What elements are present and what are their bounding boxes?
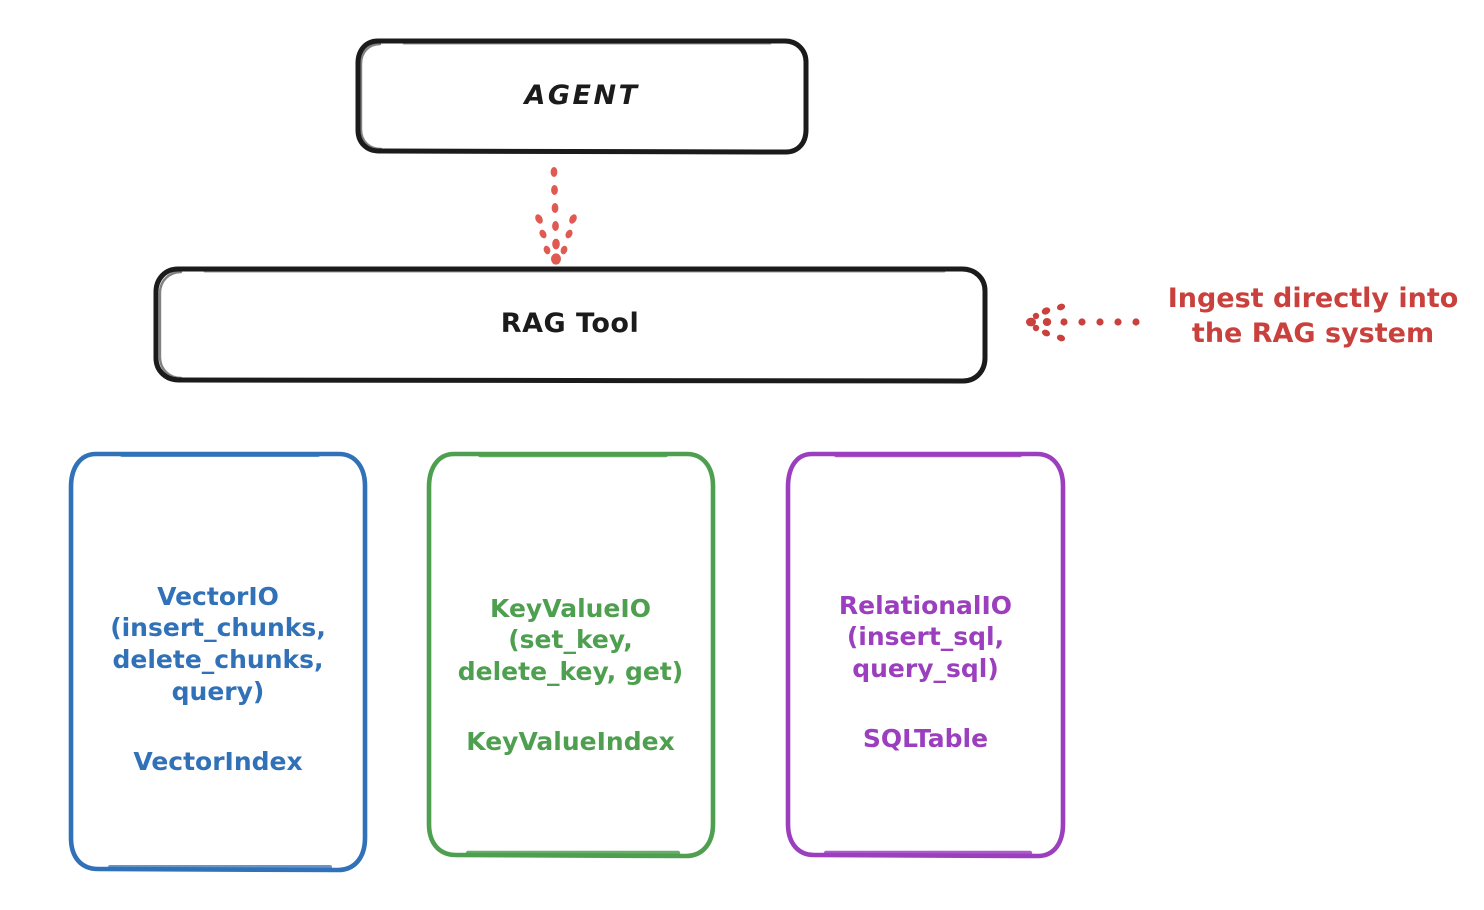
agent-to-rag-dotted-arrow <box>535 167 577 265</box>
keyvalueio-box-outline <box>426 451 716 859</box>
rag-tool-box-outline <box>153 266 988 384</box>
key-value-io-node[interactable]: KeyValueIO (set_key, delete_key, get) Ke… <box>428 452 713 856</box>
ingest-dotted-arrow <box>1026 303 1140 342</box>
vector-index-label: VectorIndex <box>133 746 303 776</box>
relationalio-box-outline <box>785 451 1066 859</box>
vector-io-node[interactable]: VectorIO (insert_chunks, delete_chunks, … <box>70 452 366 870</box>
key-value-index-label: KeyValueIndex <box>466 726 675 756</box>
vector-io-api-label: VectorIO (insert_chunks, delete_chunks, … <box>110 581 326 706</box>
relational-io-node[interactable]: RelationalIO (insert_sql, query_sql) SQL… <box>787 452 1064 856</box>
key-value-io-api-label: KeyValueIO (set_key, delete_key, get) <box>457 593 684 687</box>
rag-tool-node[interactable]: RAG Tool <box>155 268 985 380</box>
agent-box-outline <box>355 38 809 155</box>
agent-node[interactable]: AGENT <box>357 40 807 152</box>
sql-table-label: SQLTable <box>862 723 989 753</box>
rag-tool-label: RAG Tool <box>500 308 640 340</box>
vectorio-box-outline <box>68 451 368 873</box>
agent-label: AGENT <box>524 80 640 112</box>
relational-io-api-label: RelationalIO (insert_sql, query_sql) <box>838 590 1013 684</box>
ingest-annotation-label: Ingest directly into the RAG system <box>1167 283 1459 350</box>
